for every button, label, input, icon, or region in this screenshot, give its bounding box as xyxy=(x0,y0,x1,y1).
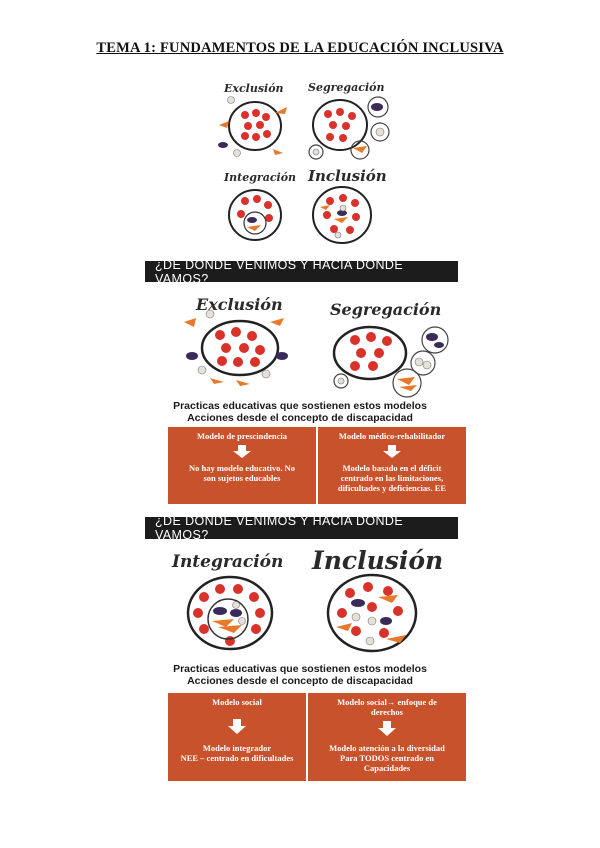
carrot-icon xyxy=(219,107,287,155)
diagram-integracion xyxy=(186,575,274,651)
label-exclusion: Exclusión xyxy=(224,82,284,95)
garlic-icon xyxy=(197,309,271,379)
eggplant-icon xyxy=(337,210,347,216)
model-column-right: Modelo médico-rehabilitador Modelo basad… xyxy=(318,427,466,504)
garlic-icon xyxy=(414,357,432,370)
garlic-icon xyxy=(312,148,320,156)
model-description: Modelo basado en el déficit centrado en … xyxy=(337,463,447,493)
model-column-left: Modelo social Modelo integrador NEE – ce… xyxy=(168,693,306,781)
model-description: No hay modelo educativo. No son sujetos … xyxy=(188,463,295,483)
eggplant-icon xyxy=(426,333,444,348)
tomato-icon xyxy=(215,327,265,367)
diagram-inclusion xyxy=(326,573,418,653)
model-column-left: Modelo de prescindencia No hay modelo ed… xyxy=(168,427,316,504)
tomato-icon xyxy=(241,109,271,141)
down-arrow-icon xyxy=(378,721,396,736)
caption-section-3: Practicas educativas que sostienen estos… xyxy=(173,663,427,687)
model-header: Modelo social→ enfoque de derechos xyxy=(337,697,437,717)
eggplant-icon xyxy=(213,607,242,617)
eggplant-icon xyxy=(247,217,257,223)
diagram-exclusion-small xyxy=(218,96,287,157)
diagram-exclusion xyxy=(184,309,288,386)
eggplant-icon xyxy=(371,103,383,111)
garlic-icon xyxy=(337,377,345,385)
garlic-icon xyxy=(232,601,246,625)
tomato-icon xyxy=(324,108,356,142)
tomato-icon xyxy=(193,584,265,646)
label-integracion: Integración xyxy=(224,171,297,184)
model-column-right: Modelo social→ enfoque de derechos Model… xyxy=(308,693,466,781)
model-header: Modelo médico-rehabilitador xyxy=(338,431,446,441)
box-divider xyxy=(306,693,308,781)
box-divider xyxy=(316,427,318,504)
down-arrow-icon xyxy=(383,445,401,458)
banner-section-3: ¿DE DÓNDE VENIMOS Y HACIA DÓNDE VAMOS? xyxy=(145,514,458,542)
label-segregacion: Segregación xyxy=(308,81,385,94)
garlic-icon xyxy=(351,612,377,646)
diagram-inclusion-small xyxy=(312,186,372,244)
tomato-icon xyxy=(323,194,360,234)
tomato-icon xyxy=(350,332,392,371)
eggplant-icon xyxy=(186,352,288,360)
page-title: TEMA 1: FUNDAMENTOS DE LA EDUCACIÓN INCL… xyxy=(96,40,504,56)
carrot-icon xyxy=(336,595,406,643)
eggplant-icon xyxy=(218,142,228,148)
label-segregacion-large: Segregación xyxy=(330,300,442,319)
carrot-icon xyxy=(184,318,284,386)
model-header: Modelo social xyxy=(212,697,262,707)
carrot-icon xyxy=(247,225,261,231)
carrot-icon xyxy=(353,146,367,153)
garlic-icon xyxy=(334,204,347,239)
garlic-icon xyxy=(227,96,241,157)
tomato-icon xyxy=(337,582,403,638)
carrot-icon xyxy=(397,377,417,391)
eggplant-icon xyxy=(351,599,392,625)
down-arrow-icon xyxy=(228,719,246,734)
models-box-section-2: Modelo de prescindencia No hay modelo ed… xyxy=(168,427,466,504)
label-integracion-large: Integración xyxy=(172,552,284,572)
carrot-icon xyxy=(320,205,348,223)
model-description: Modelo integrador NEE – centrado en difi… xyxy=(180,743,294,763)
model-description: Modelo atención a la diversidad Para TOD… xyxy=(329,743,445,773)
diagram-segregacion xyxy=(332,325,449,398)
down-arrow-icon xyxy=(233,445,251,458)
diagram-integracion-small xyxy=(228,189,282,241)
garlic-icon xyxy=(375,127,385,137)
models-box-section-3: Modelo social Modelo integrador NEE – ce… xyxy=(168,693,466,781)
banner-section-2: ¿DE DÓNDE VENIMOS Y HACIA DÓNDE VAMOS? xyxy=(145,258,458,286)
diagram-segregacion-small xyxy=(308,96,390,160)
tomato-icon xyxy=(237,195,273,222)
carrot-icon xyxy=(212,619,242,633)
caption-section-2: Practicas educativas que sostienen estos… xyxy=(173,400,427,424)
label-inclusion: Inclusión xyxy=(308,167,387,185)
label-inclusion-large: Inclusión xyxy=(312,546,444,575)
label-exclusion-large: Exclusión xyxy=(196,295,283,314)
model-header: Modelo de prescindencia xyxy=(196,431,288,441)
